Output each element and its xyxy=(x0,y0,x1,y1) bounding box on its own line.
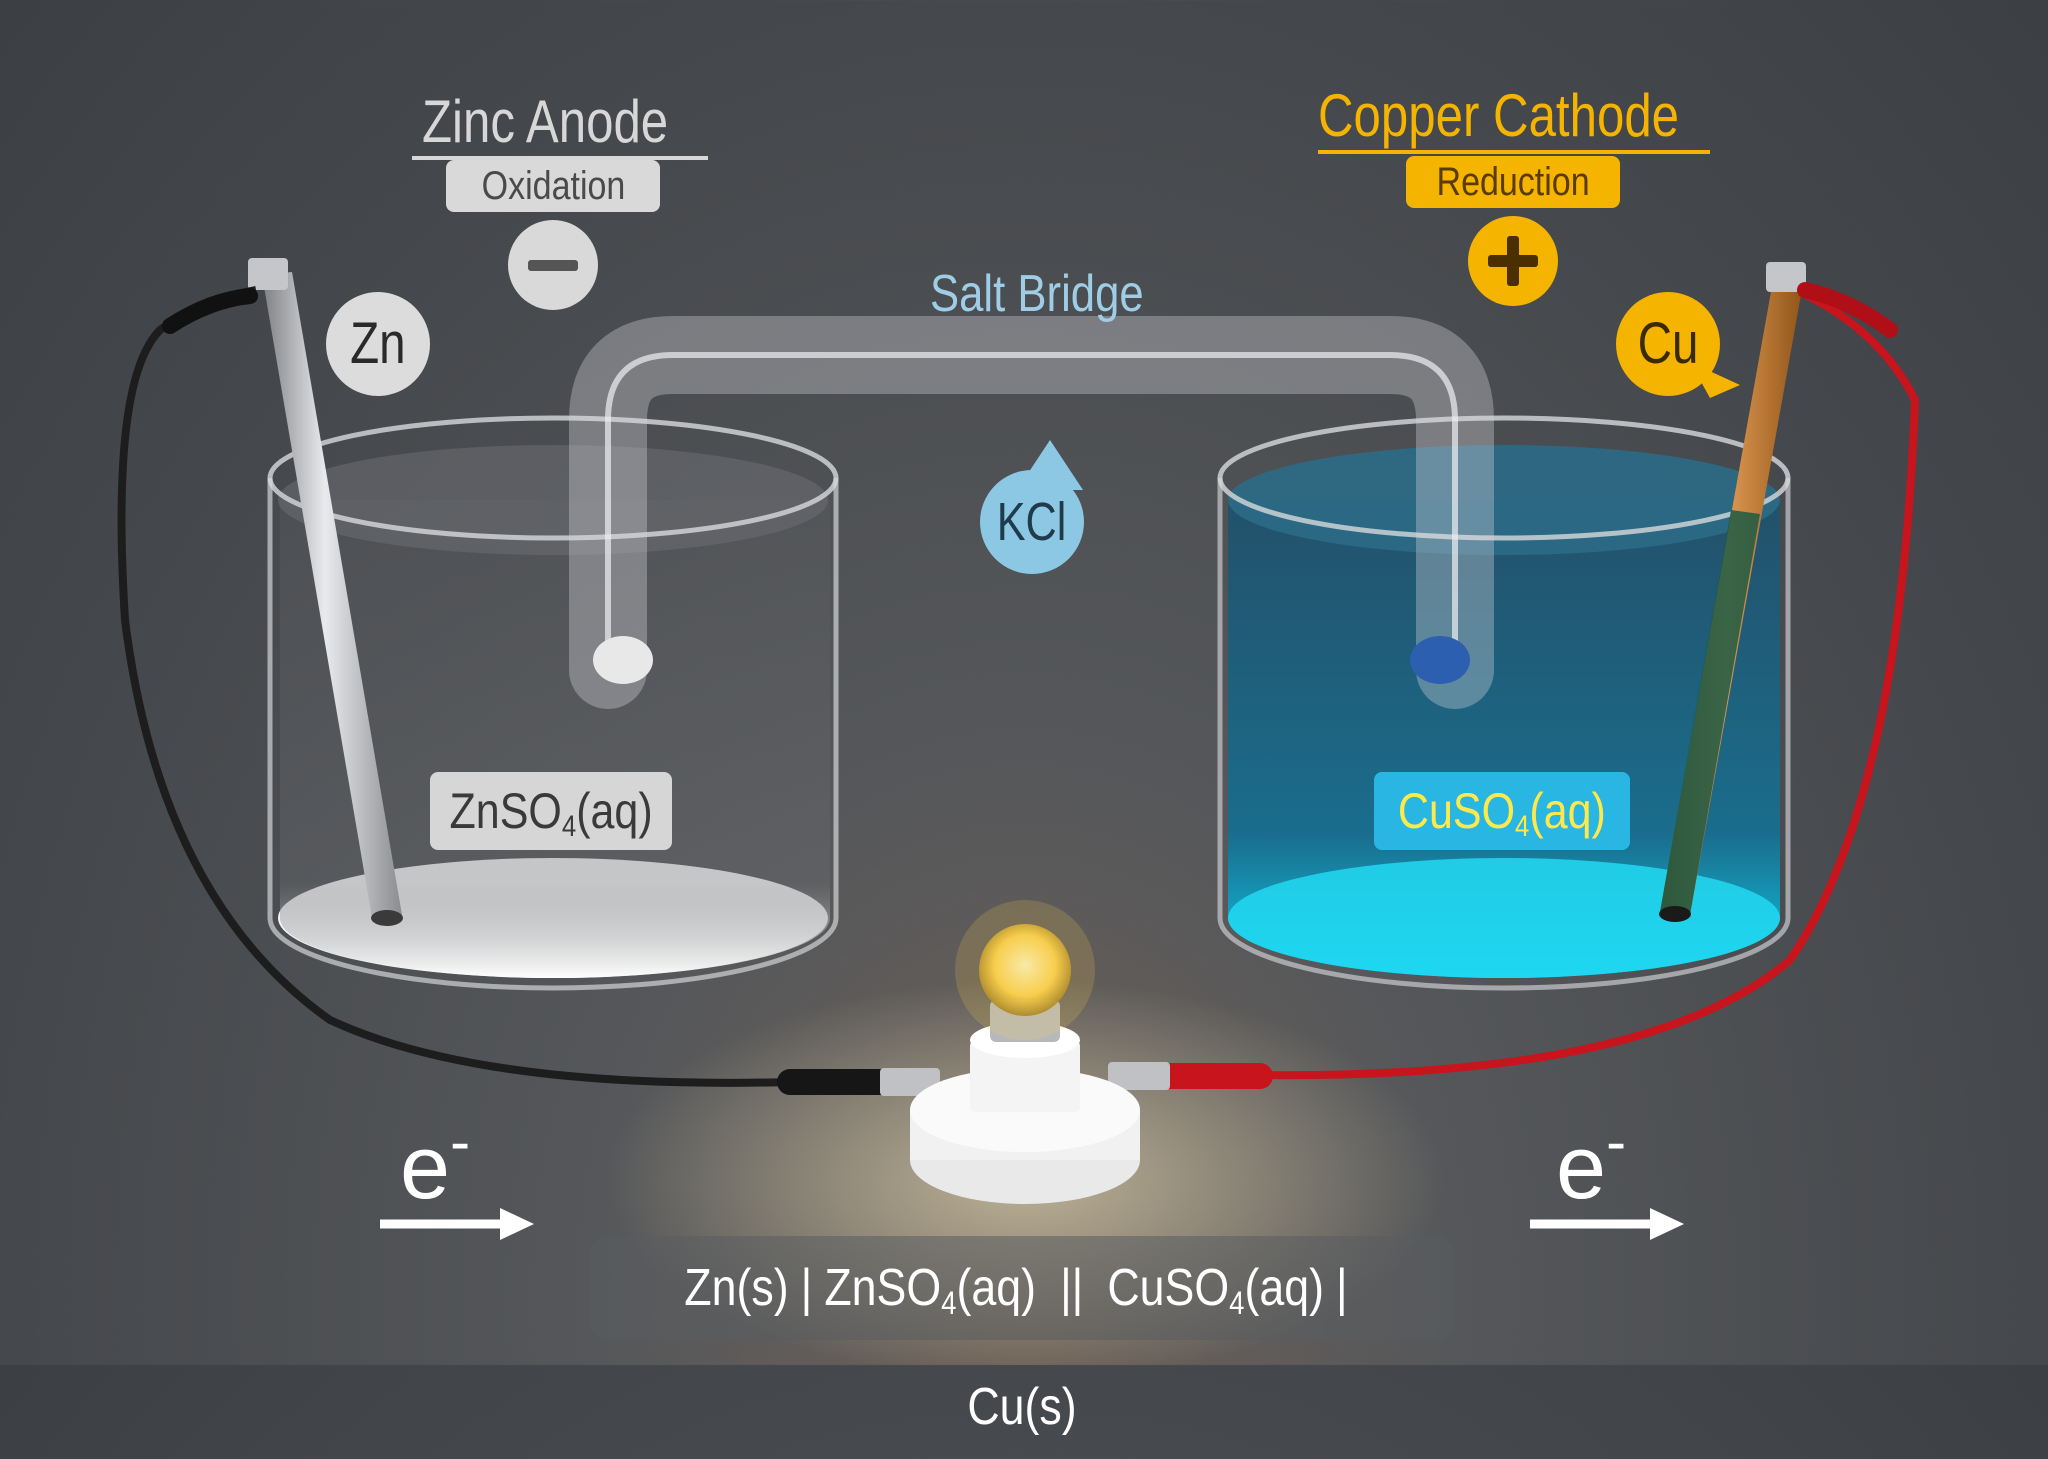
electron-arrow-left xyxy=(380,1208,534,1240)
cathode-plus-sign xyxy=(1468,216,1558,306)
salt-bridge-label: Salt Bridge xyxy=(930,265,1144,323)
anode-process-pill: Oxidation xyxy=(446,160,660,212)
anode-title: Zinc Anode xyxy=(422,88,669,155)
salt-bridge-tube xyxy=(569,316,1494,709)
cathode-wire xyxy=(1254,288,1920,1080)
cathode-process-pill: Reduction xyxy=(1406,156,1620,208)
light-bulb xyxy=(910,900,1140,1204)
anode-minus-sign xyxy=(508,220,598,310)
cell-notation-box: Zn(s)|ZnSO4(aq)||CuSO4(aq)|Cu(s) xyxy=(590,1236,1454,1436)
kcl-drop: KCl xyxy=(980,470,1084,574)
cuso4-pill: CuSO4(aq) xyxy=(1374,772,1630,850)
minus-icon xyxy=(528,260,578,271)
cathode-title-underline xyxy=(1318,150,1710,154)
cathode-title: Copper Cathode xyxy=(1318,82,1680,149)
copper-electrode xyxy=(1659,262,1806,922)
anode-process-label: Oxidation xyxy=(481,164,625,208)
cuso4-main: CuSO xyxy=(1398,783,1516,839)
electron-label-left: e- xyxy=(400,1108,471,1218)
cathode-process-label: Reduction xyxy=(1436,160,1590,204)
kcl-label: KCl xyxy=(997,492,1067,552)
cell-notation: Zn(s)|ZnSO4(aq)||CuSO4(aq)|Cu(s) xyxy=(684,1259,1348,1436)
anode-wire xyxy=(117,286,791,1087)
copper-beaker xyxy=(1217,415,1791,991)
electron-arrow-right xyxy=(1530,1208,1684,1240)
znso4-tail: (aq) xyxy=(576,783,653,839)
diagram-artwork xyxy=(117,258,1920,1365)
zinc-beaker xyxy=(267,415,839,991)
anode-title-underline xyxy=(412,156,708,160)
electron-label-right: e- xyxy=(1556,1108,1627,1218)
cu-symbol-bubble: Cu xyxy=(1616,292,1720,396)
cuso4-sub: 4 xyxy=(1515,810,1530,843)
galvanic-cell-diagram: Zinc Anode Oxidation Zn Copper Cathode R… xyxy=(117,82,1920,1436)
cu-symbol: Cu xyxy=(1637,311,1699,376)
znso4-pill: ZnSO4(aq) xyxy=(430,772,672,850)
zn-symbol: Zn xyxy=(350,311,406,376)
cuso4-tail: (aq) xyxy=(1529,783,1606,839)
znso4-main: ZnSO xyxy=(449,783,562,839)
zinc-electrode xyxy=(248,258,403,926)
zn-symbol-bubble: Zn xyxy=(326,292,430,396)
znso4-sub: 4 xyxy=(561,810,577,843)
